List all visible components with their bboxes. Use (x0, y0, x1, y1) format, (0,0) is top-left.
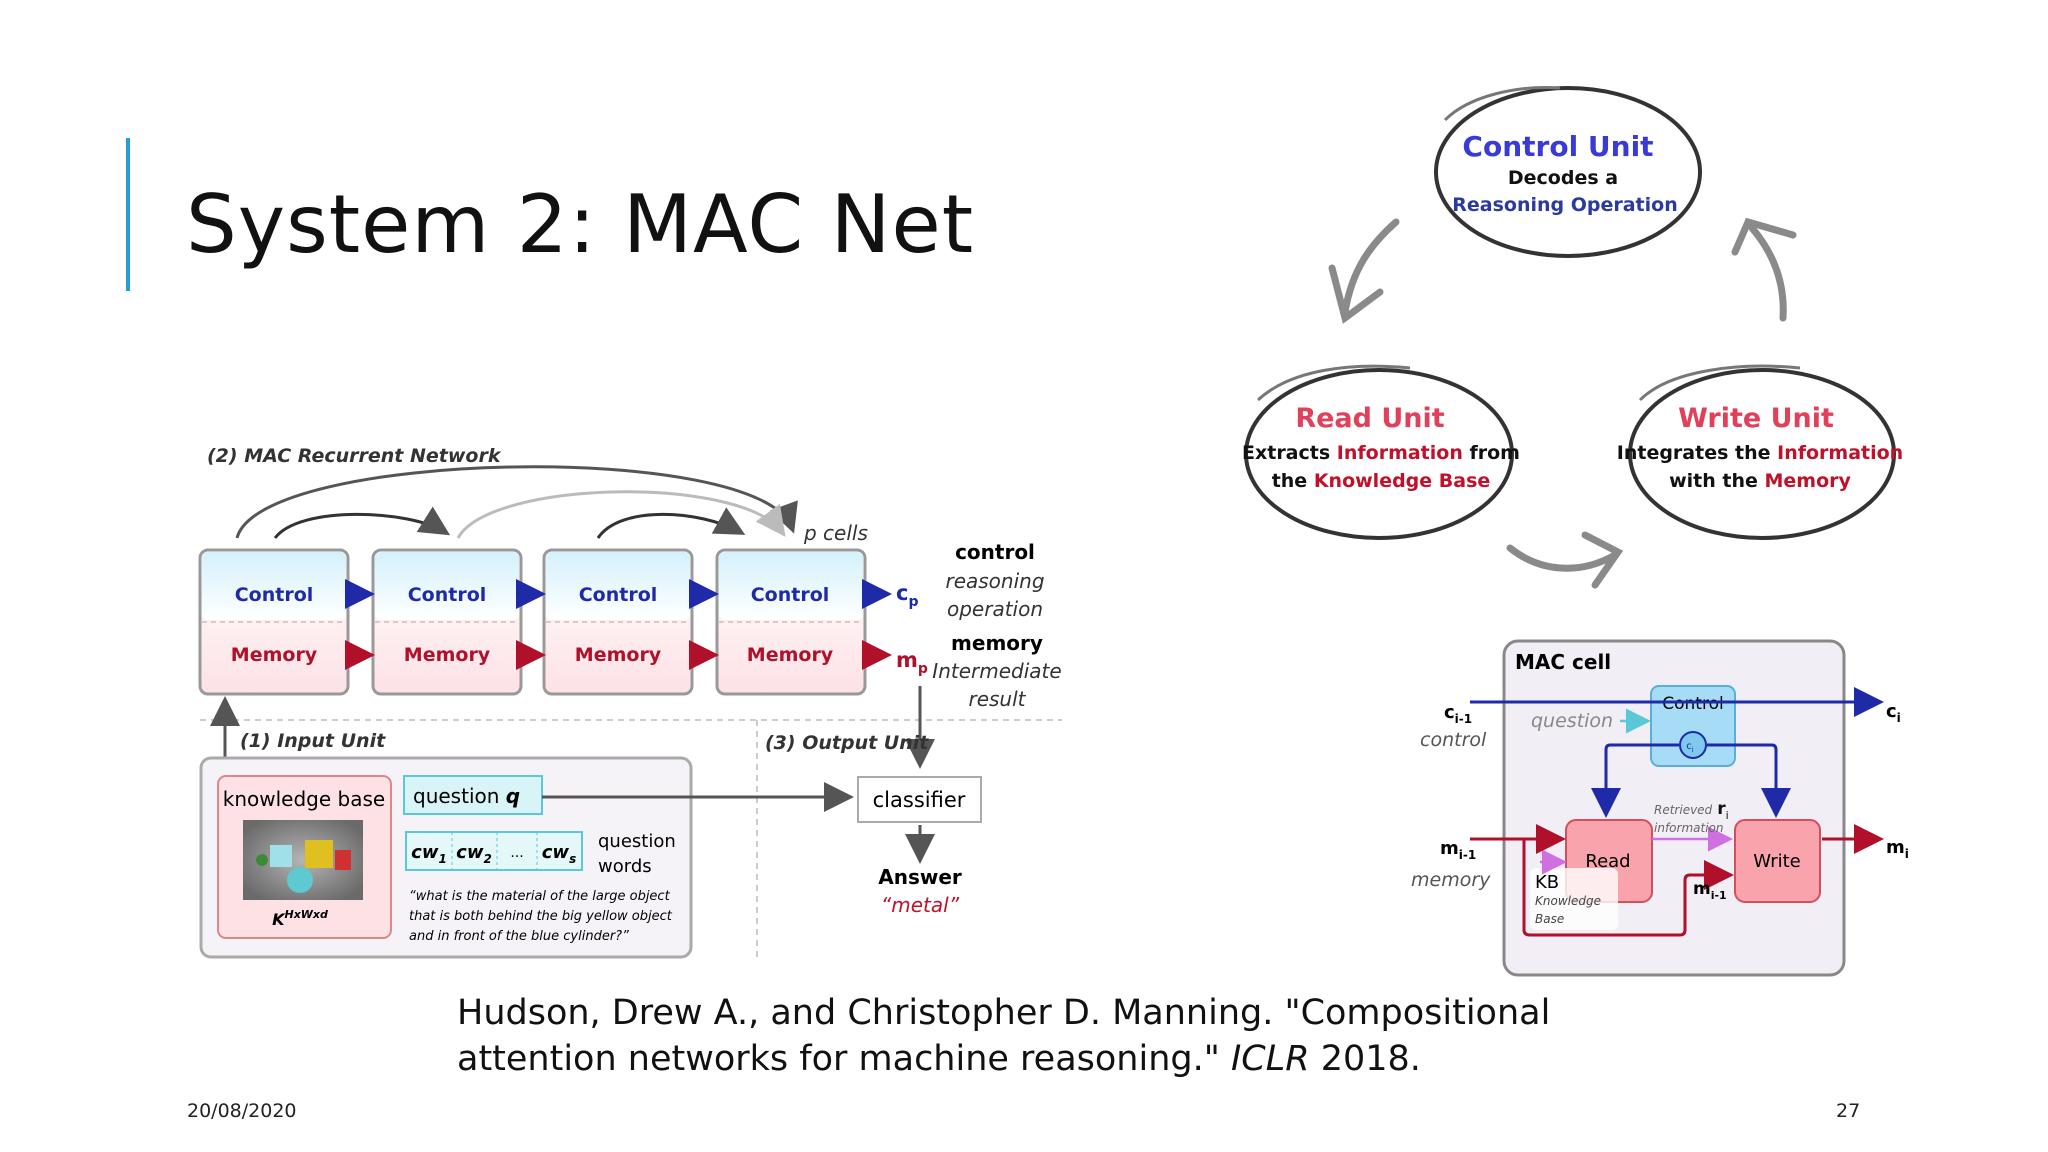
svg-text:the Knowledge Base: the Knowledge Base (1272, 470, 1491, 492)
svg-text:cws: cws (542, 842, 576, 866)
mac-cell-title: MAC cell (1515, 650, 1611, 674)
svg-text:Integrates the Information: Integrates the Information (1617, 442, 1903, 464)
svg-text:Base: Base (1535, 912, 1564, 926)
svg-text:Read: Read (1585, 851, 1630, 872)
knowledge-base-box: knowledge base KHxWxd (217, 775, 392, 939)
svg-text:reasoning: reasoning (945, 569, 1044, 593)
svg-text:Reasoning Operation: Reasoning Operation (1452, 194, 1678, 216)
svg-text:cw2: cw2 (456, 842, 492, 866)
svg-text:with the Memory: with the Memory (1669, 470, 1851, 492)
p-cells-label: p cells (803, 521, 868, 545)
mac-kb-box: KB Knowledge Base (1530, 868, 1618, 930)
control-unit-circle: Control Unit Decodes a Reasoning Operati… (1434, 86, 1702, 258)
memory-legend: memory Intermediate result (932, 631, 1061, 711)
knowledge-base-label: knowledge base (223, 787, 385, 811)
page-number: 27 (1836, 1100, 1861, 1122)
svg-text:Control: Control (1662, 694, 1723, 714)
output-unit-label: (3) Output Unit (765, 732, 929, 754)
svg-text:Control Unit: Control Unit (1462, 130, 1653, 163)
svg-text:cw1: cw1 (411, 842, 447, 866)
cell-memory-label: Memory (231, 644, 318, 666)
citation: Hudson, Drew A., and Christopher D. Mann… (457, 993, 1551, 1079)
control-word: control (1420, 729, 1487, 751)
svg-text:Write: Write (1753, 851, 1801, 872)
ci-minus-1-label: ci-1 (1444, 702, 1472, 726)
write-unit-circle: Write Unit Integrates the Information wi… (1617, 364, 1903, 540)
svg-text:“what is the material of the l: “what is the material of the large objec… (409, 889, 671, 904)
input-unit-label: (1) Input Unit (240, 730, 386, 752)
mi-inner-label: mi-1 (1693, 879, 1727, 902)
svg-text:KB: KB (1535, 872, 1559, 893)
svg-text:Read Unit: Read Unit (1295, 403, 1444, 434)
question-box: question q (403, 775, 543, 815)
cp-output-label: cp (896, 581, 918, 610)
question-word: question (1531, 710, 1613, 732)
svg-text:information: information (1654, 821, 1723, 835)
svg-text:Knowledge: Knowledge (1535, 894, 1601, 908)
mac-cell-1: Control Memory (198, 548, 350, 696)
svg-text:question: question (598, 831, 676, 852)
skip-arc-2 (273, 506, 451, 539)
svg-text:question q: question q (413, 784, 520, 808)
mac-cell-diagram: MAC cell Control ci Read Write KB Knowle… (1411, 639, 1909, 977)
svg-text:that is both behind the big ye: that is both behind the big yellow objec… (409, 909, 673, 924)
svg-text:result: result (968, 687, 1026, 711)
question-example-text: “what is the material of the large objec… (409, 889, 673, 944)
mac-cell-2: Control Memory (371, 548, 523, 696)
answer-label: Answer (878, 865, 962, 889)
answer-value: “metal” (881, 893, 960, 917)
mac-write-box: Write (1734, 819, 1821, 903)
mac-recurrent-network: (2) MAC Recurrent Network p cells Contro… (198, 445, 1062, 962)
skip-arc-4 (596, 507, 746, 539)
cycle-arrows (1328, 217, 1797, 589)
cell-control-label: Control (579, 584, 658, 606)
title-accent-bar (126, 138, 130, 291)
recurrent-network-label: (2) MAC Recurrent Network (207, 445, 502, 467)
footer-date: 20/08/2020 (187, 1100, 297, 1122)
svg-text:memory: memory (951, 631, 1043, 655)
classifier-box: classifier (857, 776, 982, 823)
svg-text:Decodes a: Decodes a (1508, 167, 1618, 189)
memory-word: memory (1411, 869, 1491, 891)
svg-text:Extracts Information from: Extracts Information from (1242, 442, 1520, 464)
svg-text:...: ... (510, 845, 523, 861)
svg-text:Intermediate: Intermediate (932, 659, 1061, 683)
read-unit-circle: Read Unit Extracts Information from the … (1242, 364, 1520, 540)
svg-text:words: words (598, 856, 652, 877)
ci-output-label: ci (1886, 701, 1901, 725)
slide-title: System 2: MAC Net (186, 178, 975, 271)
mac-control-box: Control ci (1650, 685, 1736, 767)
mi-minus-1-label: mi-1 (1440, 838, 1476, 862)
svg-text:Write Unit: Write Unit (1678, 403, 1834, 434)
svg-text:control: control (955, 540, 1035, 564)
cell-control-label: Control (408, 584, 487, 606)
cell-control-label: Control (235, 584, 314, 606)
mp-output-label: mp (896, 648, 928, 677)
svg-text:classifier: classifier (873, 788, 966, 812)
control-legend: control reasoning operation (945, 540, 1044, 621)
cell-memory-label: Memory (575, 644, 662, 666)
svg-text:ci: ci (1686, 741, 1694, 754)
cell-memory-label: Memory (404, 644, 491, 666)
mac-unit-cycle: Control Unit Decodes a Reasoning Operati… (1242, 86, 1903, 589)
svg-text:and in front of the blue cylin: and in front of the blue cylinder?” (409, 929, 629, 944)
skip-arc-3 (456, 490, 786, 539)
mac-cell-4: Control Memory (715, 548, 867, 696)
svg-text:operation: operation (947, 597, 1043, 621)
cell-memory-label: Memory (747, 644, 834, 666)
cell-control-label: Control (751, 584, 830, 606)
question-words: cw1 cw2 ... cws question words (405, 831, 676, 877)
mi-output-label: mi (1886, 837, 1909, 861)
skip-arc-1 (235, 465, 798, 539)
mac-cell-3: Control Memory (542, 548, 694, 696)
kb-dimensions: KHxWxd (272, 908, 328, 929)
